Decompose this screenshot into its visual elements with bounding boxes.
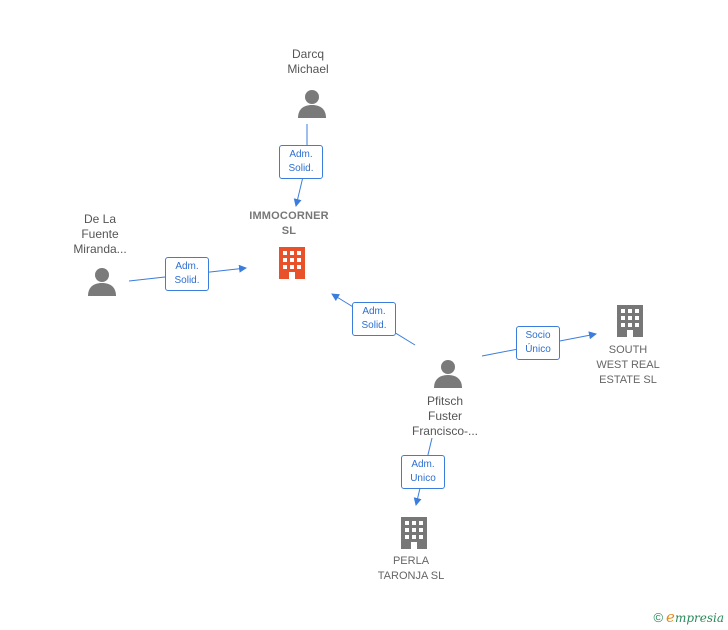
main-company-label[interactable]: IMMOCORNER SL <box>234 209 344 239</box>
person-pfitsch-label[interactable]: Pfitsch Fuster Francisco-... <box>395 394 495 439</box>
main-company-name-line-2: SL <box>281 225 297 237</box>
company-southwest-line-1: SOUTH <box>608 344 648 356</box>
building-icon[interactable] <box>276 245 308 279</box>
edge-label-line-1: Adm. <box>175 261 199 272</box>
edge-label-line-1: Adm. <box>289 149 313 160</box>
person-icon[interactable] <box>433 358 463 388</box>
edge-label-pfitsch-southwest[interactable]: Socio Único <box>516 326 560 360</box>
person-delafuente-line-2: Fuente <box>81 227 119 241</box>
company-perla-line-1: PERLA <box>392 555 430 567</box>
brand-watermark[interactable]: ©empresia <box>653 608 724 626</box>
edge-label-line-2: Solid. <box>174 275 200 286</box>
edge-label-line-2: Único <box>525 344 551 355</box>
person-darcq-line-1: Darcq <box>291 47 324 61</box>
company-southwest-line-2: WEST REAL <box>596 359 660 371</box>
edge-label-line-1: Adm. <box>362 306 386 317</box>
main-company-name-line-1: IMMOCORNER <box>249 210 329 222</box>
edge-label-line-2: Unico <box>410 473 436 484</box>
copyright-symbol: © <box>653 610 664 625</box>
company-southwest-line-3: ESTATE SL <box>599 374 657 386</box>
edge-label-darcq-main[interactable]: Adm. Solid. <box>279 145 323 179</box>
brand-logo-initial: e <box>666 608 675 626</box>
edge-label-line-2: Solid. <box>361 320 387 331</box>
edge-label-pfitsch-main[interactable]: Adm. Solid. <box>352 302 396 336</box>
person-icon[interactable] <box>297 88 327 118</box>
company-southwest-label[interactable]: SOUTH WEST REAL ESTATE SL <box>578 343 678 388</box>
company-perla-line-2: TARONJA SL <box>377 570 445 582</box>
person-pfitsch-line-1: Pfitsch <box>426 394 463 408</box>
person-delafuente-line-3: Miranda... <box>73 242 127 256</box>
person-pfitsch-line-2: Fuster <box>427 409 462 423</box>
edge-label-pfitsch-perla[interactable]: Adm. Unico <box>401 455 445 489</box>
building-icon[interactable] <box>398 515 430 549</box>
person-darcq-line-2: Michael <box>287 62 329 76</box>
edge-label-line-1: Adm. <box>411 459 435 470</box>
edge-label-line-1: Socio <box>525 330 551 341</box>
person-darcq-label[interactable]: Darcq Michael <box>258 47 358 77</box>
building-icon[interactable] <box>614 303 646 337</box>
person-icon[interactable] <box>87 266 117 296</box>
person-delafuente-label[interactable]: De La Fuente Miranda... <box>50 212 150 257</box>
edge-label-delafuente-main[interactable]: Adm. Solid. <box>165 257 209 291</box>
person-pfitsch-line-3: Francisco-... <box>411 424 478 438</box>
brand-logo-text: mpresia <box>674 611 724 625</box>
person-delafuente-line-1: De La <box>83 212 117 226</box>
company-perla-label[interactable]: PERLA TARONJA SL <box>361 554 461 584</box>
edge-label-line-2: Solid. <box>288 163 314 174</box>
